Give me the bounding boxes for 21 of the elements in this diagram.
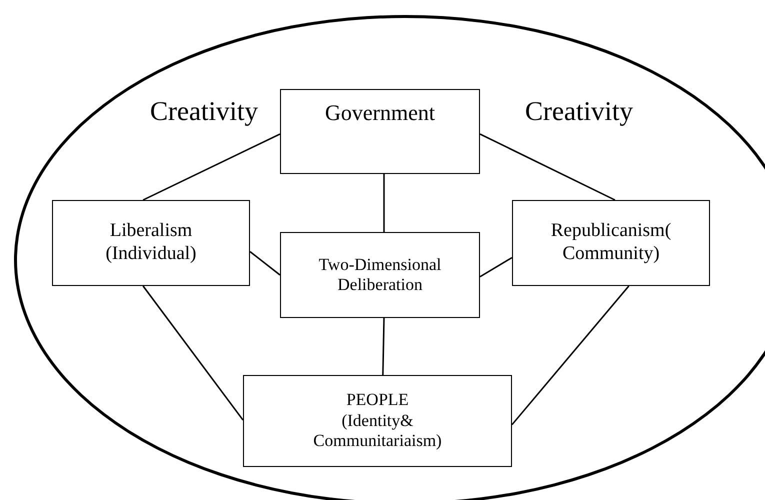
process-box: [243, 375, 512, 467]
process-box: [280, 232, 480, 318]
box-label: PEOPLE (Identity& Communitariaism): [312, 390, 443, 452]
process-box: [280, 89, 480, 174]
node-label: Creativity: [149, 96, 259, 127]
connector-line: [511, 286, 630, 426]
process-box: [512, 200, 710, 286]
connector-line: [382, 318, 385, 376]
node-label: Creativity: [524, 96, 634, 127]
box-label: Two-Dimensional Deliberation: [318, 254, 442, 296]
ellipse-boundary: [14, 15, 765, 500]
box-label: Liberalism (Individual): [104, 220, 198, 266]
connector-line: [142, 286, 244, 421]
process-box: [52, 200, 250, 286]
box-label: Government: [325, 100, 435, 126]
connector-line: [142, 133, 280, 201]
connector-line: [480, 133, 616, 201]
connector-line: [383, 174, 385, 232]
connector-line: [250, 251, 280, 276]
connector-line: [480, 256, 512, 278]
box-label: Republicanism( Community): [550, 220, 672, 266]
